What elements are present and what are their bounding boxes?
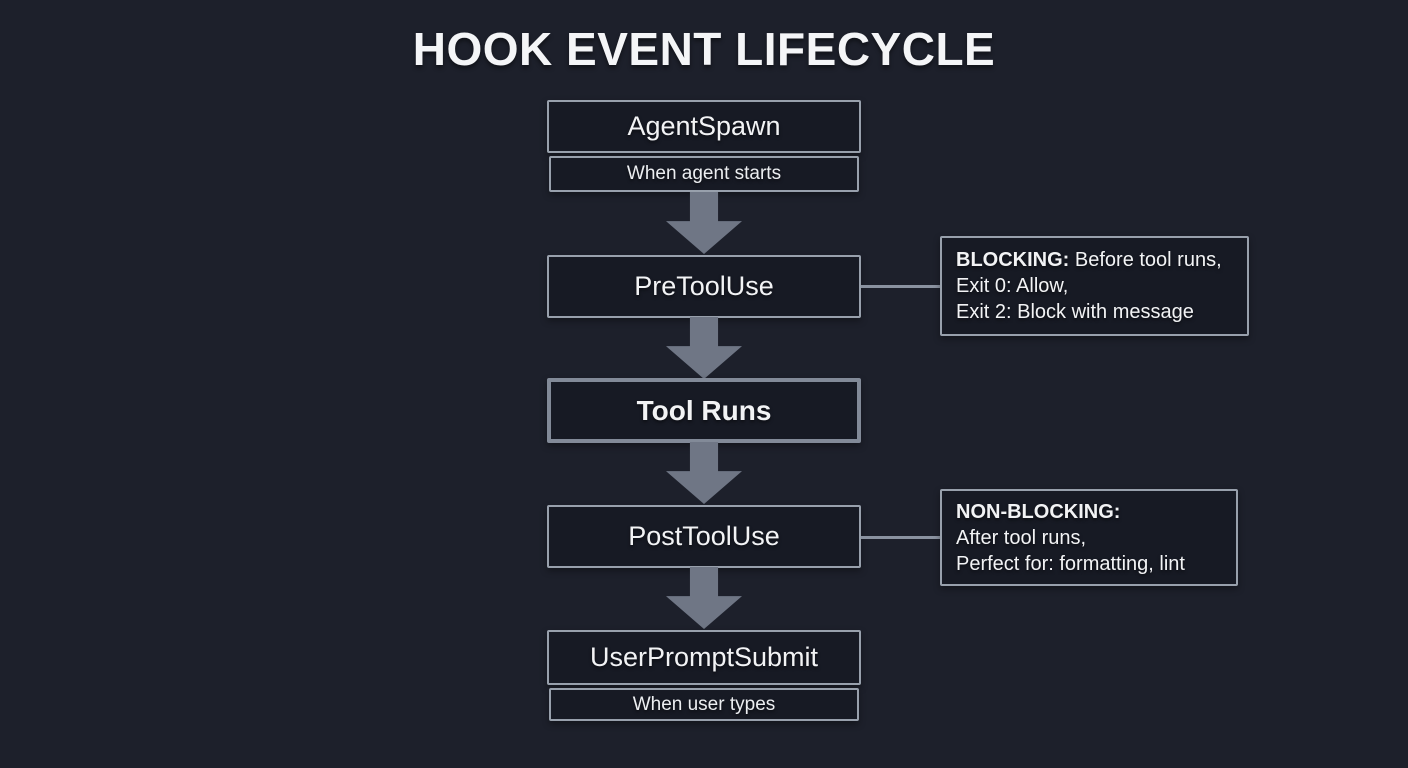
node-agent-spawn-subtitle: When agent starts <box>549 156 859 192</box>
node-agent-spawn-subtitle-label: When agent starts <box>626 163 782 184</box>
node-user-prompt-submit: UserPromptSubmit <box>547 630 861 685</box>
node-tool-runs-label: Tool Runs <box>636 394 772 426</box>
node-post-tool-use-label: PostToolUse <box>628 521 780 551</box>
annotation-blocking-lead: BLOCKING: <box>956 249 1070 271</box>
node-pre-tool-use: PreToolUse <box>547 255 861 318</box>
node-tool-runs: Tool Runs <box>547 378 861 443</box>
down-arrow-icon-4 <box>666 567 742 629</box>
annotation-non-blocking-line-3: Perfect for: formatting, lint <box>956 552 1185 575</box>
node-pre-tool-use-label: PreToolUse <box>634 271 774 301</box>
node-user-prompt-submit-subtitle-label: When user types <box>632 693 776 715</box>
annotation-non-blocking: NON-BLOCKING: After tool runs, Perfect f… <box>940 489 1238 586</box>
node-user-prompt-submit-subtitle: When user types <box>549 688 859 721</box>
annotation-blocking-line-3: Exit 2: Block with message <box>956 301 1194 323</box>
node-agent-spawn-label: AgentSpawn <box>627 111 781 141</box>
node-agent-spawn: AgentSpawn <box>547 100 861 153</box>
down-arrow-icon-3 <box>666 442 742 504</box>
annotation-blocking-line-1: BLOCKING: Before tool runs, <box>956 247 1233 273</box>
node-post-tool-use: PostToolUse <box>547 505 861 568</box>
annotation-non-blocking-line-1: NON-BLOCKING: <box>956 499 1222 525</box>
annotation-non-blocking-lead: NON-BLOCKING: <box>956 500 1121 523</box>
down-arrow-icon-1 <box>666 192 742 254</box>
annotation-connector-line-2 <box>861 536 941 539</box>
node-user-prompt-submit-label: UserPromptSubmit <box>589 642 819 672</box>
annotation-blocking-line-1-rest: Before tool runs, <box>1069 249 1222 271</box>
page-title: HOOK EVENT LIFECYCLE <box>412 23 996 75</box>
annotation-blocking-line-2: Exit 0: Allow, <box>956 275 1069 297</box>
down-arrow-icon-2 <box>666 317 742 379</box>
annotation-non-blocking-line-2: After tool runs, <box>956 526 1087 549</box>
annotation-connector-line-1 <box>861 285 941 288</box>
annotation-blocking: BLOCKING: Before tool runs, Exit 0: Allo… <box>940 236 1249 336</box>
